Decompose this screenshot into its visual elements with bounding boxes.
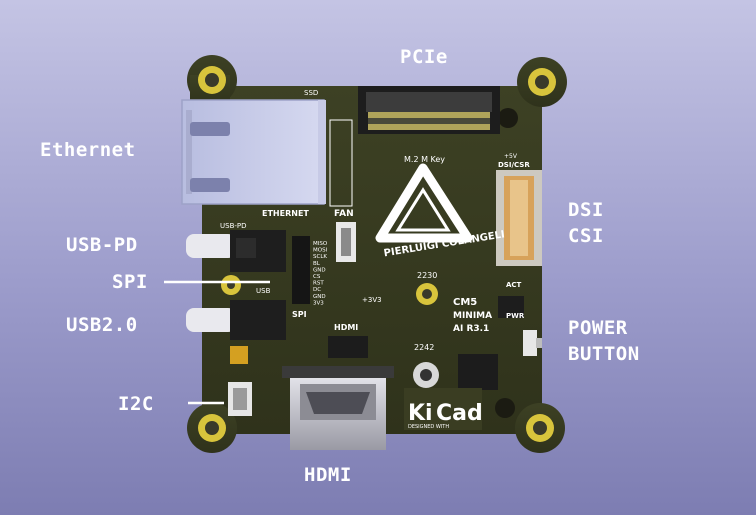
power-button (523, 330, 542, 356)
silk-designed-with: DESIGNED WITH (408, 424, 449, 430)
mounting-hole (526, 414, 554, 442)
spi-pin-label: CS (313, 274, 321, 280)
silk-fan: FAN (334, 209, 354, 219)
silk-m2-key: M.2 M Key (404, 155, 445, 164)
ethernet-jack (181, 99, 326, 205)
callout-i2c: I2C (118, 393, 154, 415)
mounting-hole (416, 283, 438, 305)
spi-pin-label: MISO (313, 241, 328, 247)
spi-pin-label: DC (313, 287, 321, 293)
standoff (498, 108, 518, 128)
silk-usb: USB (256, 287, 271, 295)
spi-pin-label: MOSI (313, 248, 328, 254)
mounting-hole (198, 66, 226, 94)
silk-minima: MINIMA (453, 311, 492, 321)
mounting-hole (221, 275, 241, 295)
silk-ethernet: ETHERNET (262, 209, 309, 218)
silk-outline (329, 119, 353, 207)
fan-connector (336, 222, 356, 262)
silk-logo-cad: Cad (436, 401, 483, 426)
mounting-hole (528, 68, 556, 96)
silk-cm5: CM5 (453, 297, 477, 308)
callout-pcie: PCIe (400, 46, 448, 68)
callout-spi: SPI (112, 271, 148, 293)
callout-ethernet: Ethernet (40, 139, 136, 161)
ic-chip (498, 296, 524, 318)
callout-usb2: USB2.0 (66, 314, 138, 336)
spi-pin-label: 3V3 (313, 300, 324, 306)
silk-ssd: SSD (304, 89, 318, 97)
silk-5v: +5V (504, 153, 518, 160)
callout-button: BUTTON (568, 343, 640, 365)
capacitor (230, 346, 248, 364)
spi-pin-label: SCLK (313, 254, 327, 260)
silk-3v3: +3V3 (362, 296, 382, 304)
spi-pin-label: GND (313, 294, 326, 300)
spi-pin-label: RST (313, 281, 324, 287)
callout-power: POWER (568, 317, 628, 339)
i2c-connector (228, 382, 252, 416)
mounting-hole (413, 362, 439, 388)
silk-hdmi: HDMI (334, 323, 358, 332)
spi-pin-label: BL (313, 261, 321, 267)
ic-chip (458, 354, 498, 390)
kicad-logo (404, 388, 482, 430)
mounting-hole (198, 414, 226, 442)
silk-2230: 2230 (417, 271, 437, 280)
spi-header (292, 236, 310, 304)
usb2-connector (186, 300, 286, 340)
dsi-csi-connector (496, 170, 542, 266)
m2-connector (358, 86, 500, 134)
silk-act: ACT (506, 281, 522, 289)
callout-usb-pd: USB-PD (66, 234, 138, 256)
silk-2242: 2242 (414, 343, 434, 352)
silk-spi: SPI (292, 310, 307, 319)
silk-logo-ki: Ki (408, 401, 433, 426)
callout-hdmi: HDMI (304, 464, 352, 486)
hdmi-connector (282, 366, 394, 450)
silk-usb-pd: USB-PD (220, 222, 247, 230)
hdmi-chip (328, 336, 368, 358)
logo-inner (395, 187, 451, 232)
usb-pd-connector (186, 230, 286, 272)
silk-ai-rev: AI R3.1 (453, 324, 489, 334)
standoff (495, 398, 515, 418)
designer-logo (375, 163, 473, 243)
spi-pin-label: GND (313, 267, 326, 273)
silk-pwr: PWR (506, 312, 525, 320)
callout-dsi: DSI (568, 199, 604, 221)
silk-dsi-csr: DSI/CSR (498, 161, 530, 169)
callout-csi: CSI (568, 225, 604, 247)
